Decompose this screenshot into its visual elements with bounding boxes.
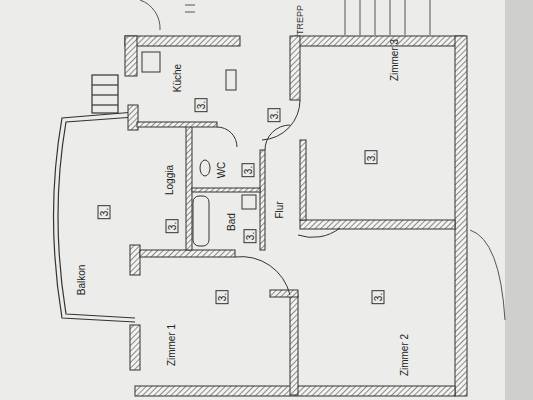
room: WC 3. (192, 150, 260, 188)
room-name: Bad (226, 213, 238, 231)
room-number: 3. (365, 150, 378, 164)
room: Loggia 3. (140, 127, 186, 250)
room-number: 3. (242, 163, 255, 177)
room-name: WC (216, 162, 228, 179)
room: Zimmer 2 3. (298, 229, 455, 386)
room: Küche 3. (137, 46, 287, 122)
paper (0, 0, 505, 400)
room: Zimmer 33. (306, 46, 455, 220)
room-name: Flur (274, 201, 286, 218)
room-number: 3. (268, 108, 281, 122)
room: Bad 3. (192, 192, 260, 250)
room-number: 3. (372, 290, 385, 304)
stairs (140, 0, 505, 320)
room-name: Loggia (164, 165, 176, 195)
walls (125, 36, 467, 396)
room-number: 3. (195, 98, 208, 112)
room-name: Balkon (76, 265, 88, 296)
room-number: 3. (166, 219, 179, 233)
room-name: Zimmer 1 (166, 324, 178, 366)
fixtures (142, 52, 340, 295)
room-number: 3. (216, 290, 229, 304)
balcony-outline (54, 75, 136, 322)
room-name: Zimmer 3 (389, 39, 401, 81)
room-number: 3. (98, 205, 111, 219)
room-name: Zimmer 2 (399, 334, 411, 376)
paper-edge (505, 0, 533, 400)
room: Flur 3. (265, 95, 300, 290)
room-name: Küche (172, 64, 184, 92)
stair-label: TREPP (295, 5, 305, 35)
room-number: 3. (244, 229, 257, 243)
room: Balkon 3. (50, 110, 135, 320)
room: Zimmer 1 3. (140, 257, 290, 386)
